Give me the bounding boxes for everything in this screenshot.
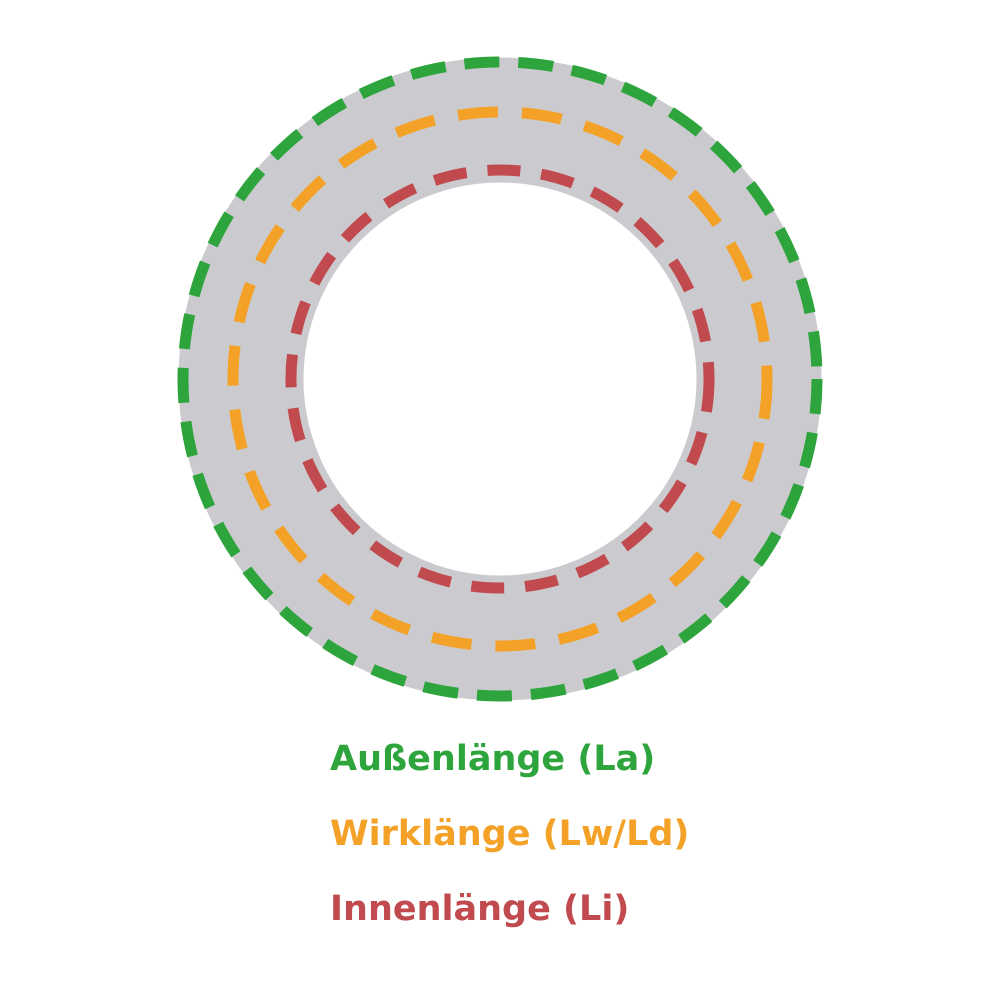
legend: Außenlänge (La) Wirklänge (Lw/Ld) Innenl… [330, 738, 689, 930]
legend-inner-length-label: Innenlänge (Li) [330, 889, 630, 929]
inner-length-circle [285, 164, 715, 594]
belt-ring [178, 57, 822, 701]
legend-outer-length-label: Außenlänge (La) [330, 739, 656, 779]
effective-length-circle [227, 106, 773, 652]
outer-length-circle [177, 56, 823, 702]
legend-effective-length-label: Wirklänge (Lw/Ld) [330, 814, 690, 854]
